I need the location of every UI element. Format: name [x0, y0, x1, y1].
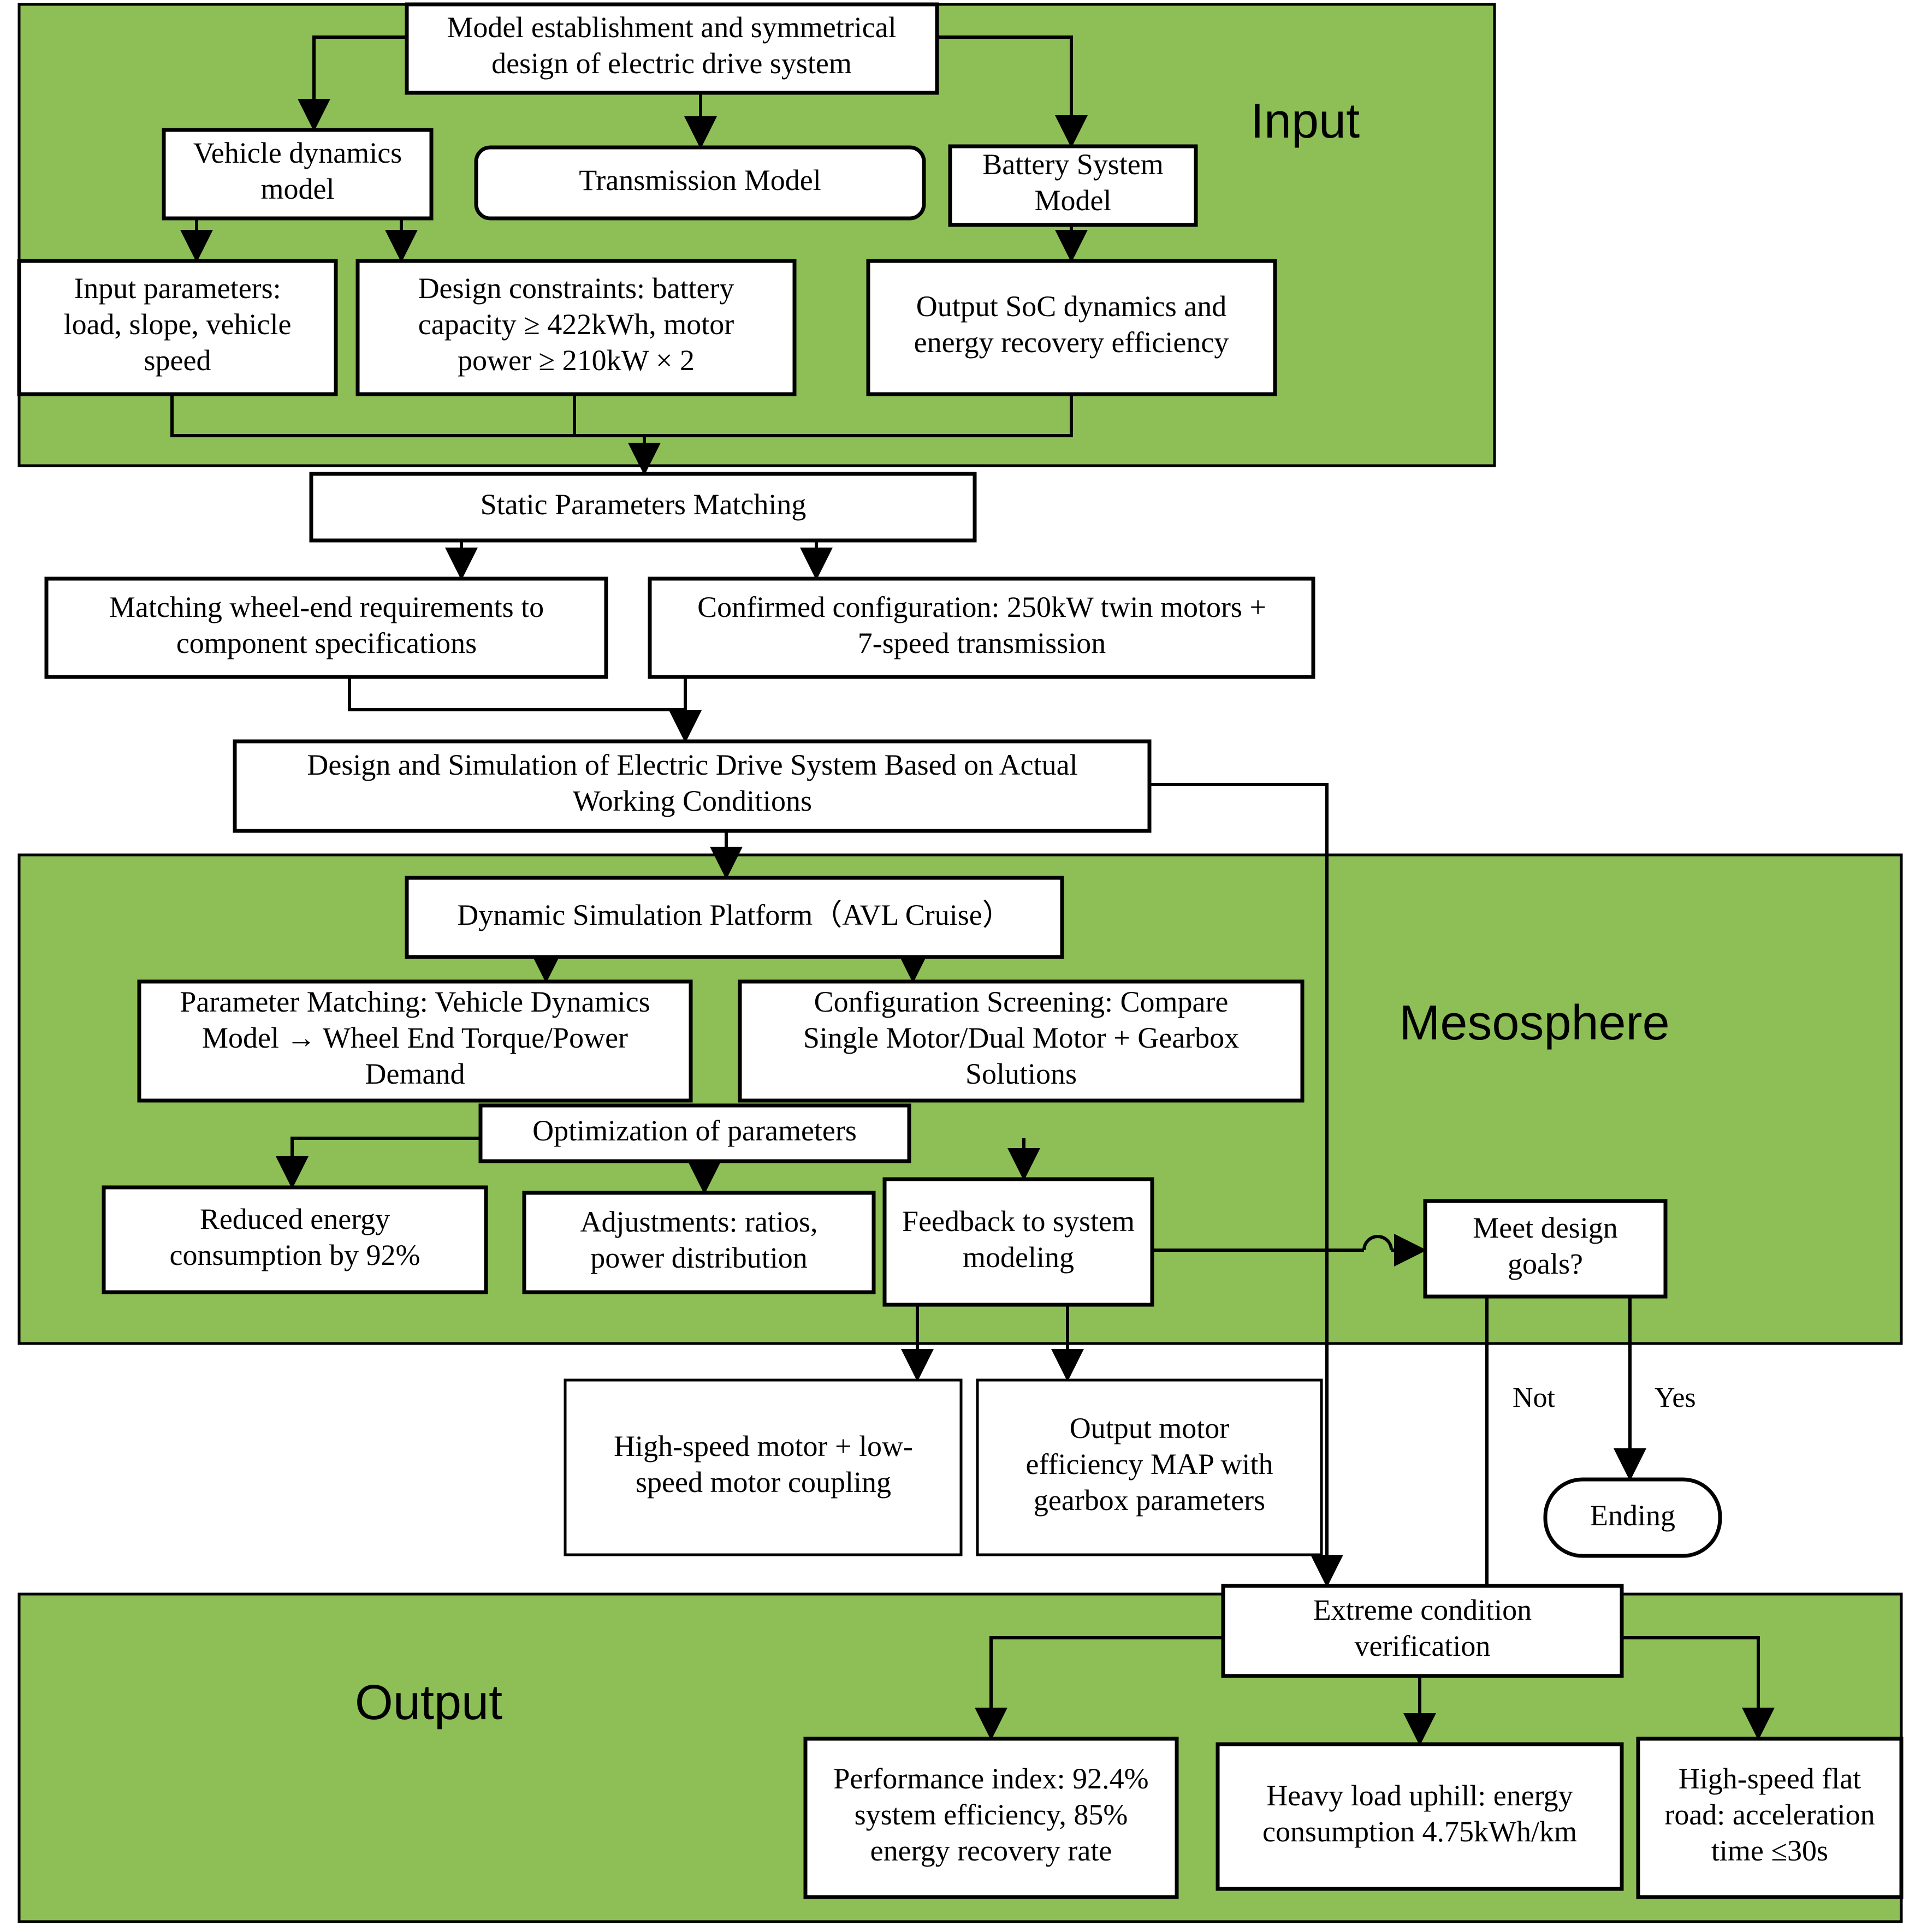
node-heavy-load[interactable]	[1216, 1742, 1624, 1891]
node-transmission-model[interactable]	[474, 145, 926, 221]
node-high-speed-flat[interactable]	[1636, 1737, 1904, 1899]
node-label-transmission-model: Transmission Model	[579, 164, 821, 197]
node-label-optimization: Optimization of parameters	[532, 1114, 857, 1147]
node-efficiency-map[interactable]	[976, 1378, 1323, 1556]
node-design-constraints[interactable]	[355, 259, 797, 396]
node-extreme-condition[interactable]	[1221, 1584, 1624, 1678]
band-label-input: Input	[1250, 94, 1360, 148]
node-feedback[interactable]	[882, 1177, 1154, 1307]
edge-line-hop	[1362, 1235, 1393, 1251]
band-label-mesosphere: Mesosphere	[1399, 996, 1669, 1050]
node-label-design-simulation: Design and Simulation of Electric Drive …	[307, 748, 1077, 817]
edge-extreme-to-highspeed	[1622, 1636, 1775, 1740]
node-ending[interactable]	[1543, 1477, 1722, 1558]
node-label-motor-coupling: High-speed motor + low-speed motor coupl…	[614, 1430, 913, 1499]
node-dynamic-platform[interactable]	[405, 876, 1064, 959]
node-confirmed-config[interactable]	[648, 576, 1315, 679]
edge-label-yes: Yes	[1655, 1382, 1696, 1413]
node-battery-system[interactable]	[948, 144, 1198, 227]
node-label-adjustments: Adjustments: ratios,power distribution	[580, 1205, 818, 1274]
node-input-parameters[interactable]	[17, 259, 338, 396]
node-label-confirmed-config: Confirmed configuration: 250kW twin moto…	[697, 591, 1266, 659]
node-optimization[interactable]	[478, 1103, 911, 1163]
node-parameter-matching[interactable]	[137, 979, 693, 1103]
node-performance-index[interactable]	[803, 1737, 1179, 1899]
band-label-output: Output	[355, 1675, 502, 1730]
node-model-establishment[interactable]	[405, 2, 939, 95]
node-label-performance-index: Performance index: 92.4%system efficienc…	[833, 1762, 1148, 1867]
node-meet-goals[interactable]	[1423, 1199, 1668, 1299]
node-configuration-screening[interactable]	[738, 979, 1305, 1103]
edge-extreme-to-performance	[975, 1636, 1223, 1740]
edge-wheelend-to-bus2	[348, 677, 685, 711]
edge-model-to-battery	[937, 35, 1088, 148]
node-soc-dynamics[interactable]	[866, 259, 1277, 396]
edge-design-to-extreme	[1149, 783, 1343, 1588]
node-motor-coupling[interactable]	[564, 1378, 963, 1556]
edge-inputparams-to-bus	[170, 394, 644, 437]
edge-label-not: Not	[1513, 1382, 1556, 1413]
node-reduced-energy[interactable]	[102, 1185, 488, 1294]
node-wheel-end[interactable]	[44, 576, 608, 679]
node-label-ending: Ending	[1590, 1499, 1675, 1532]
node-adjustments[interactable]	[522, 1191, 876, 1294]
edge-soc-to-bus	[644, 394, 1073, 437]
edge-model-to-vehicle	[298, 35, 407, 132]
node-design-simulation[interactable]	[233, 739, 1152, 833]
node-static-matching[interactable]	[309, 472, 977, 543]
edge-optimization-to-reduced	[276, 1137, 481, 1189]
node-label-static-matching: Static Parameters Matching	[481, 488, 807, 521]
node-label-dynamic-platform: Dynamic Simulation Platform（AVL Cruise）	[457, 899, 1011, 931]
node-vehicle-dynamics[interactable]	[162, 128, 434, 221]
